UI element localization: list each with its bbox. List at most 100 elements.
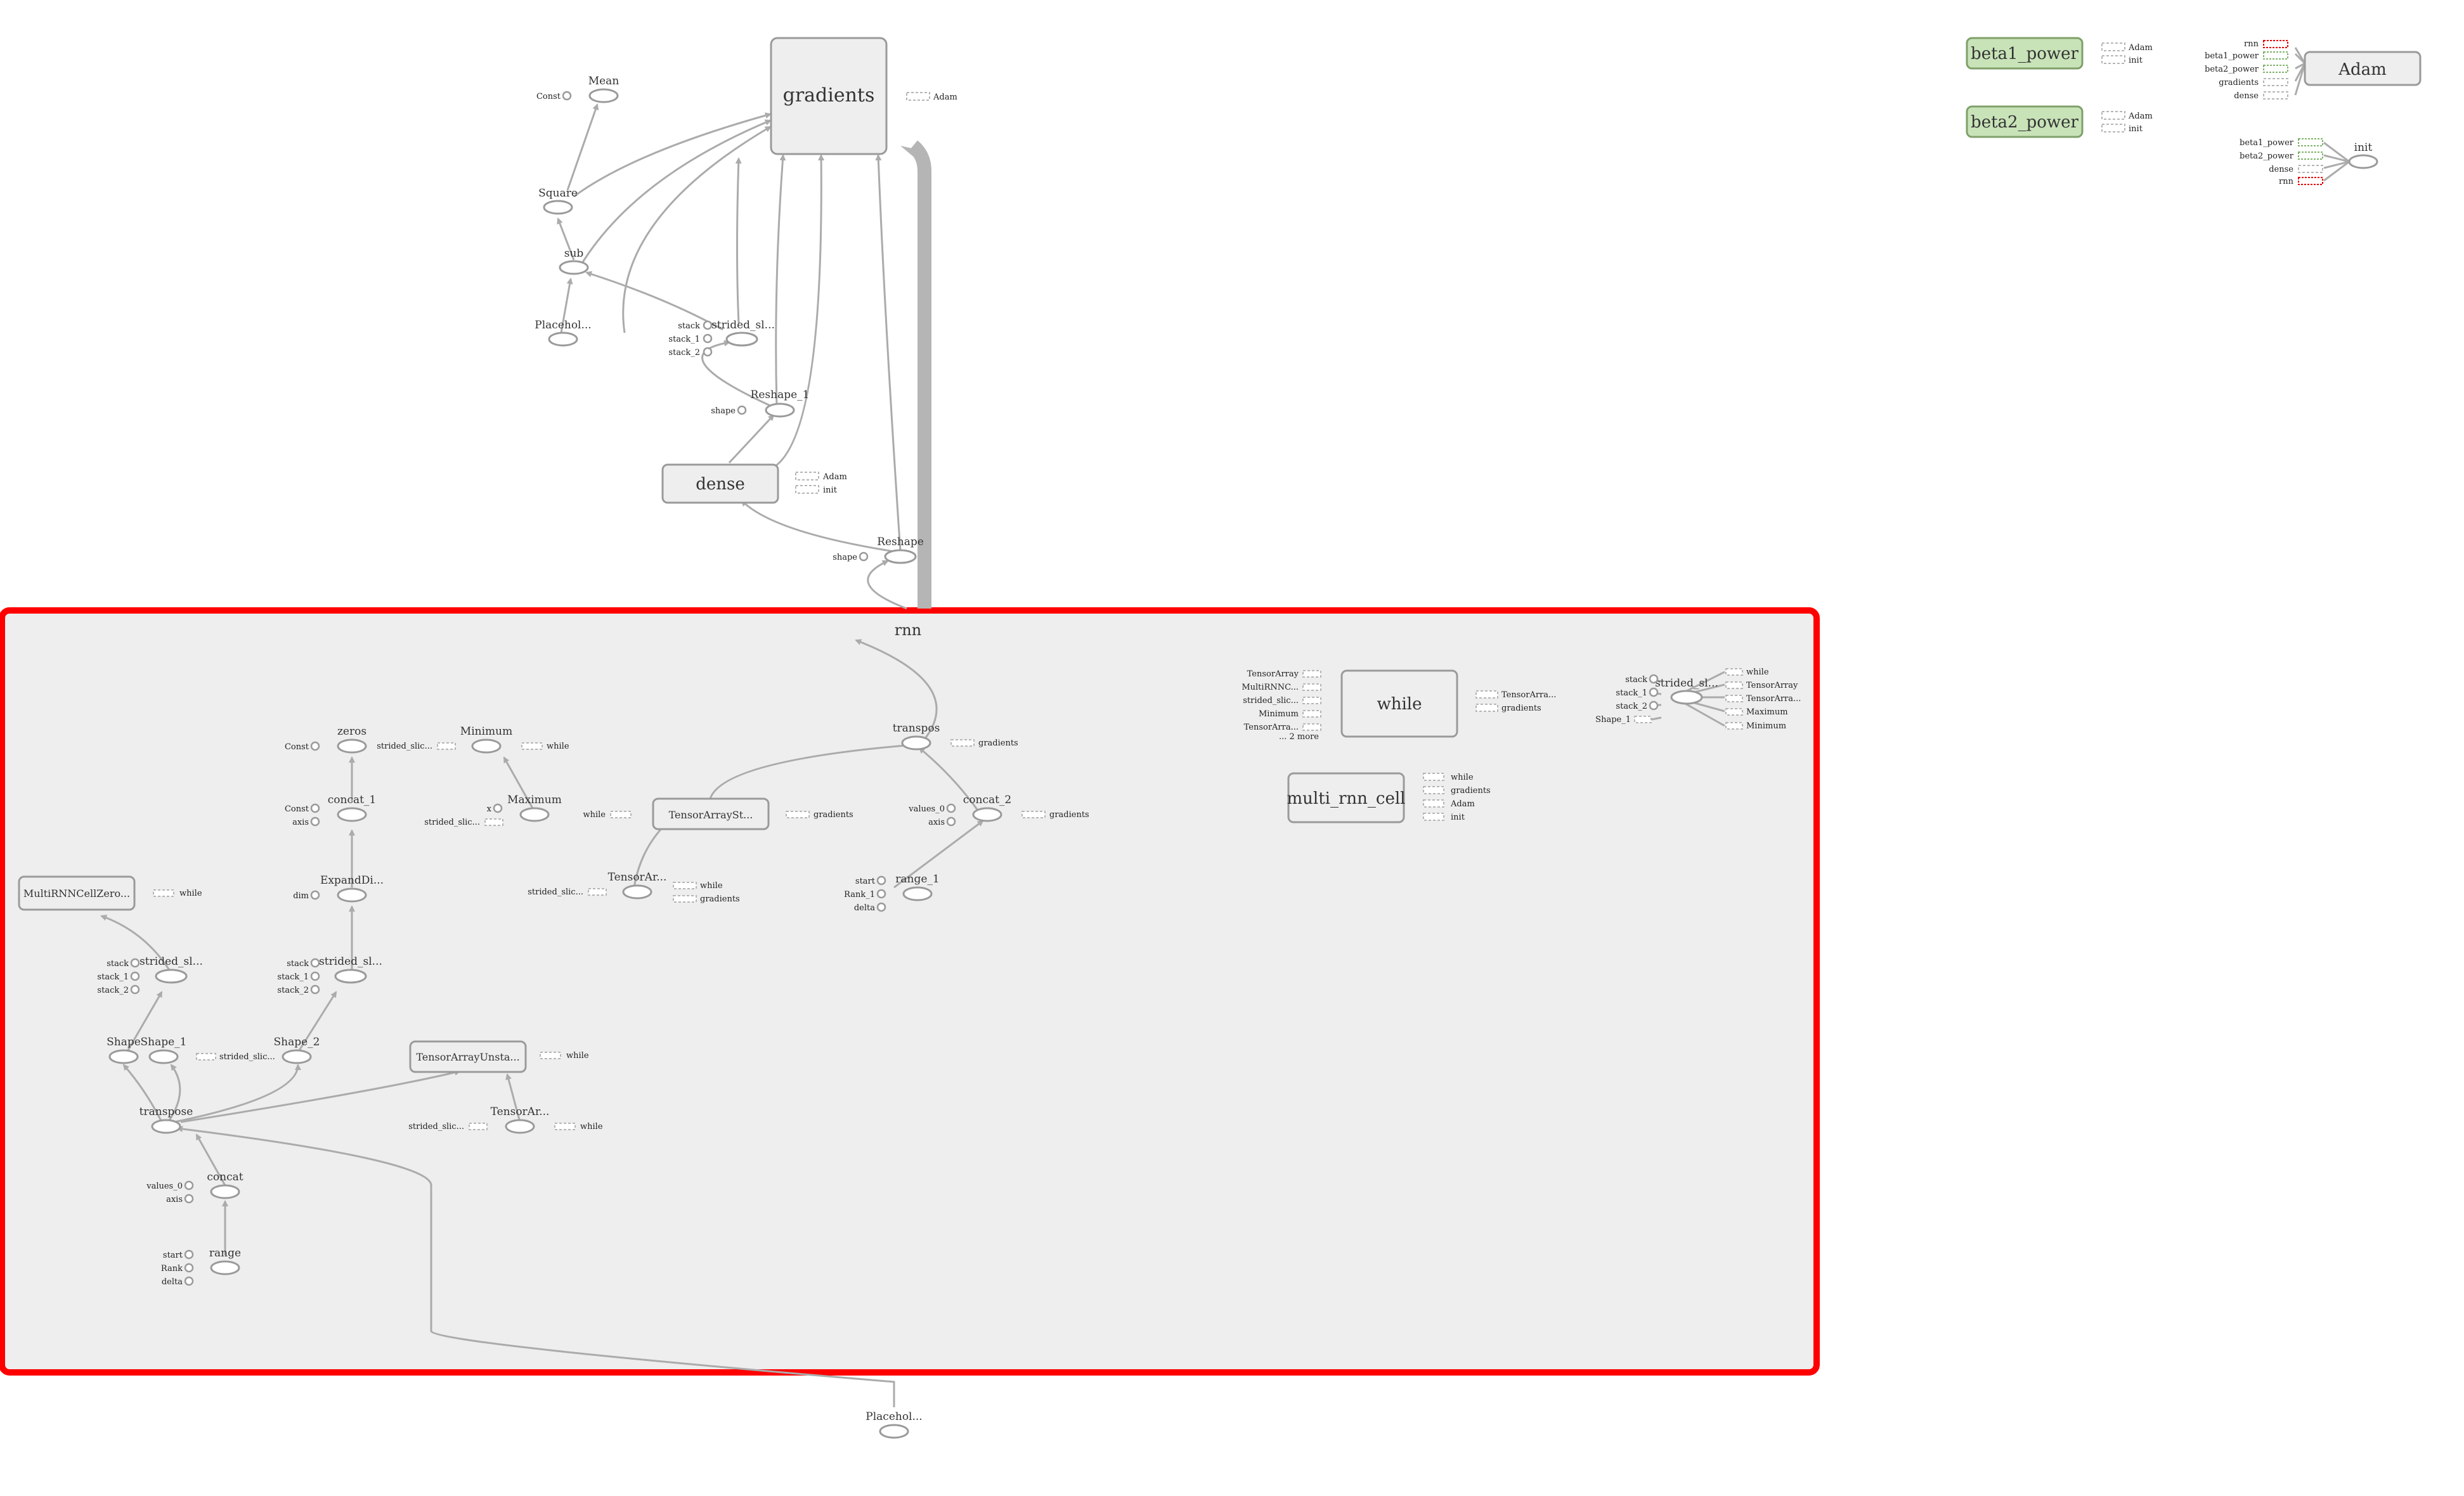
beta1-init-label: init bbox=[2129, 56, 2143, 65]
sub-label: sub bbox=[564, 247, 584, 260]
shape-node[interactable] bbox=[108, 1049, 139, 1064]
tensorar-a-node[interactable] bbox=[622, 884, 652, 900]
beta2-adam-icon bbox=[2101, 111, 2125, 120]
gradients-node[interactable] bbox=[770, 37, 888, 155]
beta1-power-label: beta1_power bbox=[1971, 44, 2078, 63]
transpos-out-icon bbox=[950, 739, 975, 747]
tensorar-b-input: strided_slic... bbox=[408, 1122, 464, 1132]
dim-icon bbox=[310, 890, 320, 900]
multi-rnn-cell-node[interactable] bbox=[1287, 772, 1405, 823]
tensorar-a-input: strided_slic... bbox=[528, 887, 583, 897]
range1-rank-label: Rank_1 bbox=[844, 890, 875, 900]
right-strided-label: strided_sl... bbox=[1655, 677, 1718, 690]
placeholder-node[interactable] bbox=[548, 332, 578, 347]
init-input-rnn: rnn bbox=[2279, 177, 2294, 186]
init-input-beta2: beta2_power bbox=[2240, 152, 2294, 161]
beta2-init-label: init bbox=[2129, 124, 2143, 134]
top-graph[interactable]: gradients Adam Mean Const Square sub Pla… bbox=[535, 37, 957, 564]
init-label: init bbox=[2354, 141, 2373, 154]
while-node[interactable] bbox=[1340, 669, 1458, 738]
strided-sl-node[interactable] bbox=[725, 332, 758, 347]
axis-label: axis bbox=[166, 1195, 183, 1204]
beta1-adam-label: Adam bbox=[2128, 43, 2153, 53]
adam-input-beta1: beta1_power bbox=[2205, 51, 2259, 61]
maximum-x-icon bbox=[493, 803, 503, 813]
range1-start-label: start bbox=[855, 877, 876, 886]
dim-label: dim bbox=[293, 891, 309, 901]
multi-out-2-icon bbox=[1423, 799, 1444, 808]
shape2-node[interactable] bbox=[282, 1049, 312, 1064]
stack1-label: stack_1 bbox=[668, 335, 700, 344]
reshape1-node[interactable] bbox=[765, 403, 795, 418]
beta2-power-label: beta2_power bbox=[1971, 113, 2078, 132]
right-strided-node[interactable] bbox=[1670, 690, 1703, 705]
reshape-shape-label: shape bbox=[833, 553, 857, 562]
edge-sub-gradients bbox=[579, 119, 772, 267]
dense-node[interactable] bbox=[661, 463, 779, 504]
transpose-node[interactable] bbox=[151, 1119, 181, 1134]
range1-node[interactable] bbox=[902, 886, 933, 901]
mean-node[interactable] bbox=[588, 88, 619, 103]
range1-rank-icon bbox=[876, 889, 886, 899]
maximum-node[interactable] bbox=[519, 807, 550, 822]
rank-label: Rank bbox=[161, 1264, 183, 1274]
reshape-node[interactable] bbox=[884, 549, 917, 564]
concat2-values-label: values_0 bbox=[908, 804, 945, 814]
sb-stack1-label: stack_1 bbox=[277, 972, 309, 982]
dense-init-label: init bbox=[823, 486, 838, 495]
rnn-contents[interactable]: while TensorArray MultiRNNC... strided_s… bbox=[18, 667, 1801, 1287]
sa-stack2-icon bbox=[130, 984, 140, 995]
adam-node[interactable] bbox=[2304, 51, 2422, 86]
stack-icon bbox=[703, 320, 713, 330]
concat-node[interactable] bbox=[210, 1184, 240, 1199]
minimum-out-icon bbox=[521, 742, 543, 750]
transpos-node[interactable] bbox=[901, 735, 931, 751]
ta-st-label: TensorArraySt... bbox=[669, 809, 753, 821]
range-node[interactable] bbox=[210, 1260, 240, 1275]
bottom-placeholder[interactable]: Placehol... bbox=[866, 1410, 923, 1439]
range1-label: range_1 bbox=[895, 873, 939, 886]
concat2-output: gradients bbox=[1049, 810, 1089, 820]
bottom-placeholder-node[interactable] bbox=[879, 1424, 909, 1439]
concat2-node[interactable] bbox=[972, 807, 1002, 822]
right-output-3: Maximum bbox=[1746, 707, 1788, 717]
expanddims-node[interactable] bbox=[337, 887, 367, 903]
shape1-node[interactable] bbox=[148, 1049, 179, 1064]
beta2-power-node[interactable] bbox=[1966, 105, 2084, 138]
ta-unstack-out-icon bbox=[540, 1052, 561, 1059]
ta-unstack-node[interactable] bbox=[409, 1040, 527, 1073]
init-beta1-icon bbox=[2298, 138, 2323, 146]
adam-input-beta2: beta2_power bbox=[2205, 65, 2259, 74]
tensorar-b-node[interactable] bbox=[505, 1119, 535, 1134]
edge-dense-gradients bbox=[770, 154, 825, 470]
right-out-4-icon bbox=[1725, 722, 1743, 730]
strided-a-node[interactable] bbox=[155, 969, 188, 984]
zeros-label: zeros bbox=[337, 725, 366, 738]
right-stack1-icon bbox=[1649, 687, 1659, 697]
sub-node[interactable] bbox=[559, 260, 589, 275]
variables-cluster[interactable]: beta1_power Adam init beta2_power Adam i… bbox=[1966, 37, 2422, 186]
sb-stack1-icon bbox=[310, 971, 320, 981]
init-node[interactable] bbox=[2348, 154, 2378, 169]
multirnn-zero-node[interactable] bbox=[18, 875, 136, 911]
square-node[interactable] bbox=[543, 200, 573, 215]
tensorar-a-label: TensorAr... bbox=[608, 871, 667, 884]
beta1-power-node[interactable] bbox=[1966, 37, 2084, 70]
adam-input-gradients: gradients bbox=[2219, 78, 2259, 87]
tensorar-a-output-1: while bbox=[700, 881, 723, 891]
while-in-2-icon bbox=[1302, 697, 1321, 704]
strided-a-label: strided_sl... bbox=[139, 955, 203, 968]
tensorar-a-out1-icon bbox=[673, 882, 697, 889]
zeros-node[interactable] bbox=[337, 738, 367, 754]
while-input-4: TensorArra... bbox=[1244, 723, 1299, 732]
ta-st-output: gradients bbox=[814, 810, 853, 820]
shape-label: shape bbox=[711, 406, 736, 416]
ta-st-node[interactable] bbox=[652, 797, 770, 830]
zeros-const-label: Const bbox=[285, 742, 309, 752]
concat1-node[interactable] bbox=[337, 807, 367, 822]
reshape-shape-icon bbox=[859, 551, 869, 562]
adam-input-dense: dense bbox=[2234, 91, 2259, 101]
minimum-node[interactable] bbox=[471, 738, 502, 754]
strided-b-node[interactable] bbox=[334, 969, 367, 984]
